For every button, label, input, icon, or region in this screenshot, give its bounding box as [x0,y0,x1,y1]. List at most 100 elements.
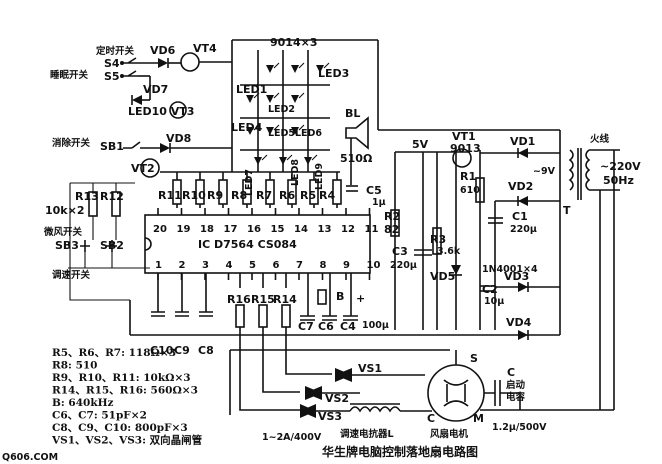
motor-c-label: C [427,412,435,425]
vd6-label: VD6 [150,44,176,57]
c8-label: C8 [198,344,214,357]
r15-resistor [258,304,268,328]
led-icon [291,65,299,73]
led-icon [266,95,274,103]
c6-label: C6 [318,320,334,333]
t-label: T [563,204,571,217]
c1-val: 220μ [510,224,537,235]
ic-pin-top: 15 [271,224,285,235]
sb1-contact [123,141,160,149]
vt2-label: VT2 [131,162,155,175]
ic-pin-bottom: 10 [367,260,381,271]
c4-c6-c7-capacitors [300,273,358,321]
r14-label: R14 [273,293,297,306]
led-icon [316,65,324,73]
wire [70,182,135,240]
legend-line: C8、C9、C10: 800pF×3 [52,422,188,434]
led-ray [298,92,305,99]
r8-label: R8 [231,189,247,202]
led1-label: LED1 [236,83,267,96]
k10x2-label: 10k×2 [45,204,85,217]
left-switches: R13 R12 10k×2 微风开关 SB3 SB2 调速开关 [43,182,150,301]
ic-pin-bottom: 8 [320,260,327,271]
diagram-title: 华生牌电脑控制落地扇电路图 [322,444,478,459]
ic-pin-bottom: 3 [202,260,209,271]
c2-label: C2 [482,283,498,296]
cancel-switch-label: 消除开关 [52,137,91,149]
cap-val-label: 1.2μ/500V [492,422,547,433]
buzzer-group: BL 510Ω C5 1μ [340,107,386,208]
r16-label: R16 [227,293,251,306]
led-icon [266,127,274,135]
vd8-diode-icon [160,143,170,153]
vd5-label: VD5 [430,270,455,283]
c5-val: 1μ [372,197,386,208]
ac-label: ~220V [600,160,641,173]
led-icon [304,157,312,165]
ic-pin-top: 12 [341,224,355,235]
v9-label: ~9V [533,166,556,177]
vd1-label: VD1 [510,135,535,148]
v5-label: 5V [412,138,429,151]
cancel-switch-group: 消除开关 SB1 VD8 VT2 [52,62,233,178]
wire [239,327,332,411]
led-icon [291,95,299,103]
ic-pin-top: 11 [365,224,379,235]
led5-label: LED5 [268,128,295,139]
r3-val: 3.6k [437,246,461,257]
vd7-diode-icon [132,95,142,105]
vs1-label: VS1 [358,362,382,375]
led2-label: LED2 [268,104,295,115]
legend-line: C6、C7: 51pF×2 [52,410,147,422]
motor-m-label: M [473,412,484,425]
led-ray [323,62,330,69]
ic-pin-top: 14 [294,224,308,235]
c4-val: 100μ [362,320,389,331]
ic-notch [144,237,152,251]
ic-label: IC D7564 CS084 [198,238,297,251]
transformer-primary [585,149,591,191]
led-icon [246,95,254,103]
legend-line: VS1、VS2、VS3: 双向晶闸管 [51,434,203,447]
led-icon [254,157,262,165]
c9-label: C9 [174,344,190,357]
vt1-type: 9013 [450,142,481,155]
c8-c9-c10-capacitors [151,273,213,317]
c-cap-label: C [507,366,515,379]
led-ray [286,154,293,161]
c10-label: C10 [150,344,174,357]
reactor-label: 调速电抗器L [340,428,394,440]
vs3-triac-icon [300,404,316,418]
led9-label: LED9 [314,163,325,190]
ic-pin-bottom: 6 [273,260,280,271]
power-supply: 5V R2 82 C3 220μ R3 3.6k VD5 VT1 9013 R1… [378,129,641,410]
led-ray [253,92,260,99]
rating-label: 1~2A/400V [262,432,322,443]
timer-switch-label: 定时开关 [95,45,135,57]
ic-pin-bottom: 2 [179,260,186,271]
ic-pin-bottom: 1 [155,260,162,271]
r9-label: R9 [207,189,223,202]
legend-line: R5、R6、R7: 118Ω×3 [52,347,176,359]
triac-drive: R16 R15 R14 [227,273,450,415]
fan-motor-label: 风扇电机 [430,428,469,440]
r2-label: R2 [384,210,400,223]
crystal-b [317,289,327,305]
r4-label: R4 [319,189,335,202]
s-label: S [470,352,478,365]
c3-label: C3 [392,245,408,258]
vd8-label: VD8 [166,132,191,145]
watermark: Q606.COM [2,452,58,463]
ic-body [144,214,371,274]
sb2-sb3-contacts [80,240,117,252]
r2-resistor [390,209,400,237]
ic-pin-top: 20 [153,224,167,235]
vt4-transistor-icon [180,52,200,72]
oscillator: B + C7 C6 C4 100μ C10 C9 C8 [129,273,389,357]
vt2-transistor-icon [140,158,160,178]
r14-resistor [281,304,291,328]
ic-pin-top: 13 [318,224,332,235]
speaker-icon [345,116,369,150]
